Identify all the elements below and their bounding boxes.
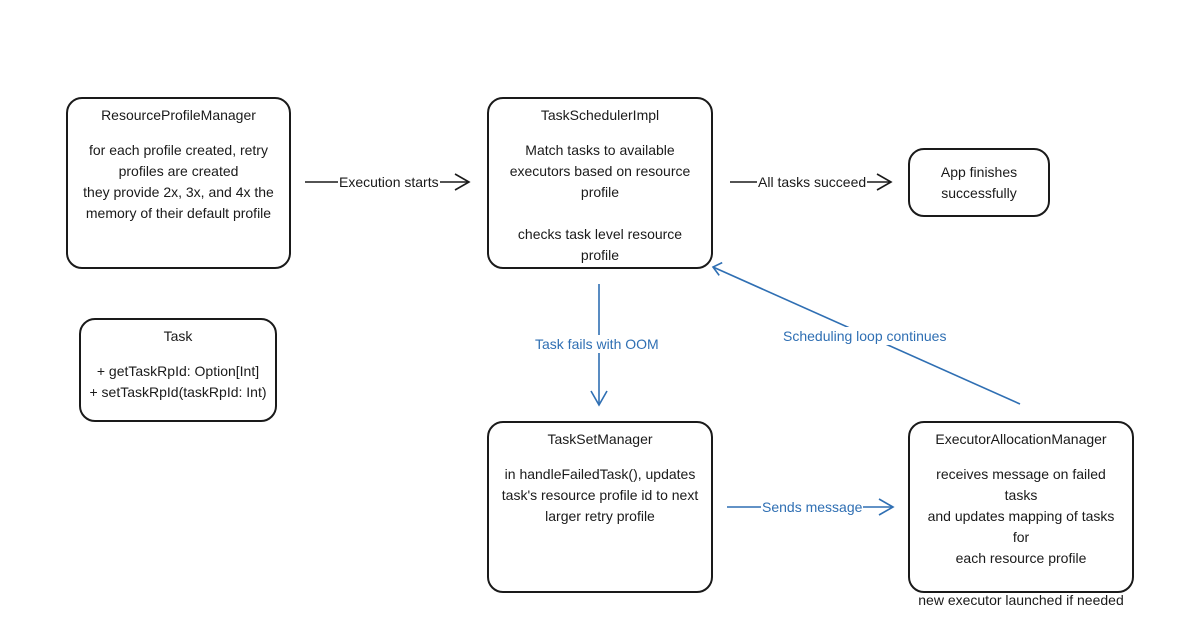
node-line: executors based on resource [509, 163, 691, 179]
edge-all-tasks-succeed-arrowhead [876, 173, 893, 191]
executor-allocation-manager-node: ExecutorAllocationManager receives messa… [908, 421, 1134, 608]
task-scheduler-impl-node: TaskSchedulerImpl Match tasks to availab… [487, 97, 713, 269]
node-line: each resource profile [955, 550, 1087, 566]
node-line: in handleFailedTask(), updates [504, 466, 696, 482]
node-line: they provide 2x, 3x, and 4x the [83, 184, 274, 200]
node-line: receives message on failed tasks [936, 466, 1106, 503]
node-line: larger retry profile [545, 508, 655, 524]
node-line: for each profile created, retry [89, 142, 268, 158]
node-line: successfully [941, 185, 1017, 201]
node-line: and updates mapping of tasks for [927, 508, 1115, 545]
edge-scheduling-loop-arrowhead [711, 261, 723, 276]
node-note: new executor launched if needed [918, 592, 1124, 608]
node-line: profiles are created [118, 163, 239, 179]
node-title: ResourceProfileManager [101, 107, 256, 123]
node-line: profile [580, 184, 620, 200]
edge-label-sends-message: Sends message [761, 498, 864, 516]
edge-task-fails-arrowhead [590, 390, 608, 407]
node-line: memory of their default profile [85, 205, 272, 221]
edge-label-all-tasks-succeed: All tasks succeed [757, 173, 868, 191]
edge-sends-message-arrowhead [878, 498, 895, 516]
node-line: + getTaskRpId: Option[Int] [96, 363, 260, 379]
node-line: task's resource profile id to next [501, 487, 699, 503]
node-title: ExecutorAllocationManager [935, 431, 1107, 447]
node-line: App finishes [940, 164, 1018, 180]
node-title: TaskSchedulerImpl [540, 107, 660, 123]
app-finishes-node: App finishes successfully [908, 148, 1050, 217]
resource-profile-manager-node: ResourceProfileManager for each profile … [66, 97, 291, 269]
edge-execution-starts-arrowhead [454, 173, 471, 191]
node-line: Match tasks to available [525, 142, 675, 158]
node-line: + setTaskRpId(taskRpId: Int) [89, 384, 267, 400]
edge-label-execution-starts: Execution starts [338, 173, 440, 191]
node-title: Task [163, 328, 193, 344]
task-set-manager-node: TaskSetManager in handleFailedTask(), up… [487, 421, 713, 593]
edge-label-scheduling-loop-continues: Scheduling loop continues [782, 327, 948, 345]
node-title: TaskSetManager [547, 431, 653, 447]
task-node: Task + getTaskRpId: Option[Int] + setTas… [79, 318, 277, 422]
edge-label-task-fails-with-oom: Task fails with OOM [534, 335, 660, 353]
node-note: checks task level resource profile [517, 226, 683, 263]
